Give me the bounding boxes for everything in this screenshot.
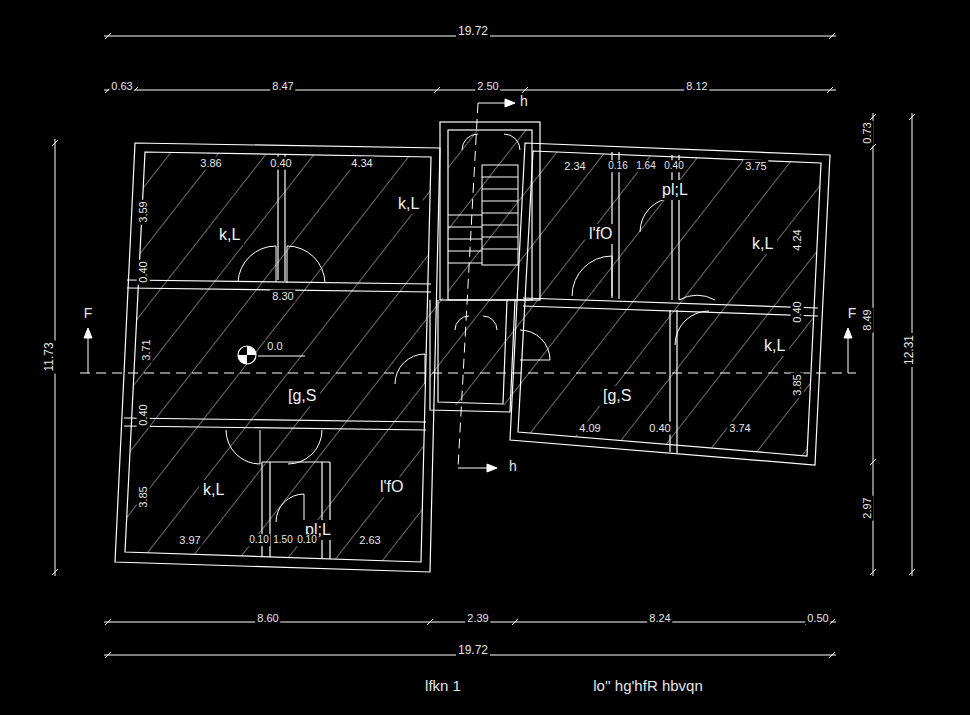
room-name: [g,S	[603, 387, 631, 404]
dimension-text: 19.72	[456, 25, 490, 39]
dimension-text: 0.10	[247, 534, 270, 546]
room-label-box: k,L	[748, 234, 777, 254]
room-name: pl;L	[662, 181, 688, 198]
dimension-text: 3.85	[791, 372, 804, 397]
door-swings	[226, 134, 715, 522]
dimension-text: 8.24	[647, 612, 672, 625]
dimension-text: 2.50	[475, 80, 500, 93]
walls	[115, 122, 830, 572]
room-name: l'fO	[380, 478, 404, 495]
dimension-text: 2.34	[562, 160, 587, 173]
dimension-text: 8.49	[861, 307, 874, 332]
room-label-box: [g,S	[599, 386, 635, 406]
sheet-caption: lo'' hg'hfR hbvqn	[591, 677, 705, 694]
room-name: k,L	[398, 195, 419, 212]
section-mark: F	[846, 305, 859, 321]
dimension-text: 4.09	[577, 422, 602, 435]
dimension-text: 11.73	[43, 340, 57, 373]
sheet-caption: lfkn 1	[423, 677, 463, 694]
dimension-text: 3.86	[198, 157, 223, 170]
section-mark: h	[518, 93, 530, 109]
dimension-text: 3.71	[140, 337, 153, 362]
dimension-text: 0.10	[295, 534, 318, 546]
stair	[448, 165, 518, 265]
dimension-text: 2.39	[465, 612, 490, 625]
dimension-text: 19.72	[456, 644, 490, 658]
dimension-text: 4.34	[349, 157, 374, 170]
dimension-text: 0.0	[265, 340, 284, 353]
dimension-text: 0.16	[606, 160, 629, 172]
room-label-box: k,L	[199, 480, 228, 500]
dimension-text: 4.24	[791, 227, 804, 252]
dimension-text: 0.40	[137, 402, 150, 427]
dimension-text: 2.97	[861, 495, 874, 520]
dimension-text: 3.85	[137, 484, 150, 509]
dimension-text: 3.59	[137, 199, 150, 224]
dimension-text: 8.47	[270, 80, 295, 93]
room-label-box: pl;L	[658, 180, 692, 200]
room-label-box: k,L	[215, 225, 244, 245]
dimension-text: 3.97	[177, 534, 202, 547]
dimension-text: 0.40	[268, 157, 293, 170]
dimension-text: 0.50	[805, 612, 830, 625]
dimension-text: 3.75	[743, 160, 768, 173]
dimension-text: 0.40	[137, 259, 150, 284]
dimension-text: 1.50	[271, 534, 294, 546]
room-label-box: k,L	[394, 194, 423, 214]
dimension-text: 8.60	[255, 612, 280, 625]
dimension-text: 3.74	[727, 422, 752, 435]
room-name: k,L	[203, 481, 224, 498]
dimension-text: 0.40	[647, 422, 672, 435]
section-lines	[80, 99, 856, 472]
dimension-text: 12.31	[903, 333, 917, 367]
room-name: k,L	[764, 337, 785, 354]
dimension-lines	[52, 33, 915, 658]
room-name: k,L	[752, 235, 773, 252]
dimension-text: 0.73	[861, 120, 874, 145]
dimension-text: 8.30	[270, 290, 295, 303]
section-mark: h	[507, 458, 519, 474]
dimension-text: 8.12	[684, 80, 709, 93]
dimension-text: 0.40	[662, 160, 685, 172]
room-name: l'fO	[589, 225, 613, 242]
room-label-box: l'fO	[376, 477, 408, 497]
dimension-text: 0.40	[791, 299, 804, 324]
room-label-box: [g,S	[284, 386, 320, 406]
dimension-text: 2.63	[357, 534, 382, 547]
dimension-text: 1.64	[634, 160, 657, 172]
section-mark: F	[82, 305, 95, 321]
room-label-box: k,L	[760, 336, 789, 356]
room-name: [g,S	[288, 387, 316, 404]
room-name: k,L	[219, 226, 240, 243]
dimension-text: 0.63	[109, 80, 134, 93]
room-label-box: l'fO	[585, 224, 617, 244]
